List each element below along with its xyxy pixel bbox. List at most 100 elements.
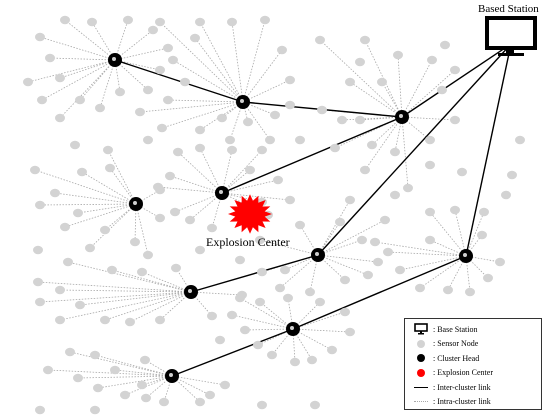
sensor-node <box>315 297 325 307</box>
sensor-node <box>35 297 45 307</box>
legend-label: : Cluster Head <box>433 353 480 363</box>
sensor-node <box>425 135 435 145</box>
sensor-node <box>450 65 460 75</box>
intra-cluster-link <box>319 39 403 118</box>
sensor-node <box>310 400 320 410</box>
sensor-node <box>235 293 245 303</box>
sensor-node <box>305 287 315 297</box>
legend-item: : Sensor Node <box>411 337 541 352</box>
intra-cluster-link <box>401 69 456 118</box>
sensor-node <box>273 175 283 185</box>
sensor-node <box>363 270 373 280</box>
intra-cluster-link <box>465 211 485 257</box>
intra-cluster-link <box>177 151 223 194</box>
sensor-node <box>317 105 327 115</box>
sensor-node <box>337 115 347 125</box>
intra-cluster-link <box>287 297 294 330</box>
sensor-node <box>450 115 460 125</box>
sensor-node <box>340 275 350 285</box>
inter-cluster-link <box>465 43 512 257</box>
intra-cluster-link <box>39 203 137 206</box>
intra-cluster-link <box>465 255 489 279</box>
intra-cluster-link <box>59 59 116 79</box>
sensor-node <box>285 75 295 85</box>
intra-cluster-link <box>145 375 173 399</box>
sensor-node <box>215 335 225 345</box>
sensor-node <box>100 315 110 325</box>
sensor-node <box>377 77 387 87</box>
intra-cluster-link <box>39 36 116 61</box>
intra-cluster-link <box>190 291 213 317</box>
intra-cluster-link <box>94 354 173 377</box>
intra-cluster-link <box>419 255 467 289</box>
sensor-node <box>243 117 253 127</box>
sensor-node <box>457 167 467 177</box>
intra-cluster-link <box>114 59 121 93</box>
intra-cluster-link <box>292 328 351 333</box>
sensor-node <box>295 220 305 230</box>
intra-cluster-link <box>259 301 294 330</box>
sensor-node <box>395 265 405 275</box>
intra-cluster-link <box>397 54 403 118</box>
sensor-node <box>173 147 183 157</box>
intra-cluster-link <box>139 101 244 113</box>
intra-cluster-link <box>109 167 137 205</box>
intra-cluster-link <box>454 209 467 257</box>
intra-cluster-link <box>59 59 116 119</box>
sensor-node <box>437 85 447 95</box>
sensor-node <box>360 35 370 45</box>
sensor-node <box>171 263 181 273</box>
sensor-node <box>257 145 267 155</box>
sensor-node <box>195 245 205 255</box>
sensor-node <box>390 147 400 157</box>
sensor-node <box>255 297 265 307</box>
intra-cluster-link <box>59 291 192 321</box>
sensor-node <box>443 285 453 295</box>
intra-cluster-link <box>114 19 129 61</box>
explosion-center <box>228 194 272 234</box>
cluster-head-highlight <box>240 99 244 103</box>
intra-cluster-link <box>91 21 116 61</box>
sensor-node <box>85 243 95 253</box>
sensor-node <box>103 145 113 155</box>
cluster-head-highlight <box>169 373 173 377</box>
intra-cluster-link <box>199 101 244 131</box>
intra-cluster-link <box>429 211 467 257</box>
intra-cluster-link <box>242 49 283 103</box>
sensor-node <box>290 357 300 367</box>
intra-cluster-link <box>77 203 137 214</box>
sensor-node <box>207 311 217 321</box>
sensor-node <box>265 135 275 145</box>
sensor-node <box>450 205 460 215</box>
sensor-node <box>227 310 237 320</box>
sensor-node <box>227 145 237 155</box>
sensor-node <box>425 160 435 170</box>
intra-cluster-link <box>317 219 386 256</box>
sensor-node <box>465 287 475 297</box>
sensor-node <box>190 33 200 43</box>
sensor-node <box>100 225 110 235</box>
sensor-node <box>235 255 245 265</box>
legend-item: : Explosion Center <box>411 366 541 381</box>
intra-cluster-link <box>161 101 244 129</box>
sensor-node <box>390 190 400 200</box>
sensor-node <box>345 77 355 87</box>
inter-cluster-link <box>221 116 403 194</box>
sensor-node <box>195 397 205 407</box>
intra-cluster-link <box>114 59 149 91</box>
sensor-node <box>155 315 165 325</box>
sensor-node <box>393 50 403 60</box>
legend-item: : Inter-cluster link <box>411 380 541 395</box>
intra-cluster-link <box>27 59 116 83</box>
sensor-node <box>155 17 165 27</box>
intra-cluster-link <box>199 21 244 103</box>
sensor-node <box>143 250 153 260</box>
legend-item: : Cluster Head <box>411 351 541 366</box>
sensor-node <box>355 115 365 125</box>
sensor-node <box>137 267 147 277</box>
sensor-node <box>130 237 140 247</box>
sensor-node <box>75 95 85 105</box>
sensor-node <box>77 167 87 177</box>
sensor-node <box>65 347 75 357</box>
